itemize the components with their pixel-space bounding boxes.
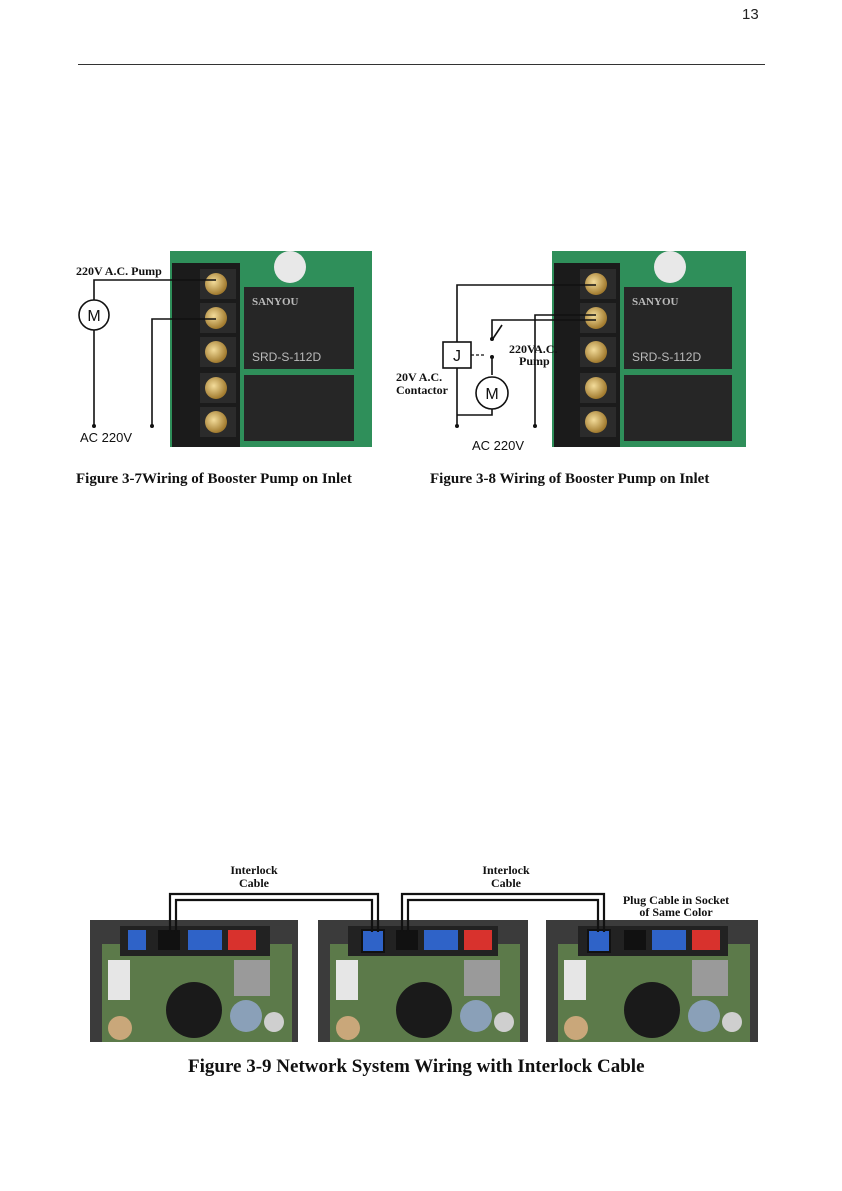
- contactor-label-line2: Contactor: [396, 383, 449, 397]
- cable-label-1-line2: Cable: [239, 876, 270, 890]
- screw-terminals: [200, 269, 236, 437]
- figure-3-7: SANYOU SRD-S-112D M 220V A.C. Pump AC 22…: [76, 251, 372, 447]
- blue-socket-small: [361, 929, 385, 953]
- contactor-symbol: J: [453, 348, 461, 365]
- controller-board-2: [318, 920, 528, 1042]
- cable-label-1-line1: Interlock: [230, 863, 278, 877]
- blue-socket-wide: [652, 930, 686, 950]
- buzzer: [624, 982, 680, 1038]
- red-socket: [692, 930, 720, 950]
- cable-label-2-line1: Interlock: [482, 863, 530, 877]
- relay-bottom: [624, 375, 732, 441]
- screw-terminals: [580, 269, 616, 437]
- red-socket: [228, 930, 256, 950]
- supply-label: AC 220V: [80, 430, 132, 445]
- interlock-cable-2: [400, 892, 606, 932]
- relay-brand: SANYOU: [252, 296, 299, 308]
- red-socket: [464, 930, 492, 950]
- contactor-icon: [442, 341, 472, 369]
- pump-label-line2: Pump: [519, 354, 550, 368]
- relay-board-photo: SANYOU SRD-S-112D: [552, 251, 746, 447]
- blue-socket-wide: [188, 930, 222, 950]
- controller-board-3: [546, 920, 758, 1042]
- blue-socket-wide: [424, 930, 458, 950]
- motor-symbol: M: [485, 386, 498, 403]
- note-line1: Plug Cable in Socket: [623, 893, 729, 907]
- caption-figure-3-8: Figure 3-8 Wiring of Booster Pump on Inl…: [430, 471, 710, 487]
- header-rule: [78, 64, 765, 65]
- motor-symbol: M: [87, 308, 100, 325]
- blue-socket-small: [128, 930, 146, 950]
- relay-board-photo: SANYOU SRD-S-112D: [170, 251, 372, 447]
- pump-label-line1: 220VA.C.: [509, 342, 557, 356]
- relay-top: [244, 287, 354, 369]
- relay-brand: SANYOU: [632, 296, 679, 308]
- caption-figure-3-9: Figure 3-9 Network System Wiring with In…: [188, 1056, 645, 1077]
- figure-3-8: SANYOU SRD-S-112D J M 20V A.C. Contactor…: [396, 251, 746, 453]
- relay-model: SRD-S-112D: [252, 350, 321, 364]
- caption-figure-3-7: Figure 3-7Wiring of Booster Pump on Inle…: [76, 471, 352, 487]
- note-line2: of Same Color: [639, 905, 713, 919]
- relay-top: [624, 287, 732, 369]
- pump-label: 220V A.C. Pump: [76, 264, 162, 278]
- relay-model: SRD-S-112D: [632, 350, 701, 364]
- cable-label-2-line2: Cable: [491, 876, 522, 890]
- controller-board-1: [90, 920, 298, 1042]
- page-number: 13: [742, 6, 759, 23]
- relay-bottom: [244, 375, 354, 441]
- wiring: J M: [442, 284, 596, 428]
- wiring: M: [78, 279, 216, 428]
- interlock-cable-1: [168, 892, 380, 932]
- figure-3-9: Interlock Cable Interlock Cable Plug Cab…: [90, 863, 758, 1042]
- supply-label: AC 220V: [472, 438, 524, 453]
- buzzer: [166, 982, 222, 1038]
- buzzer: [396, 982, 452, 1038]
- blue-socket-small: [587, 929, 611, 953]
- contactor-label-line1: 20V A.C.: [396, 370, 442, 384]
